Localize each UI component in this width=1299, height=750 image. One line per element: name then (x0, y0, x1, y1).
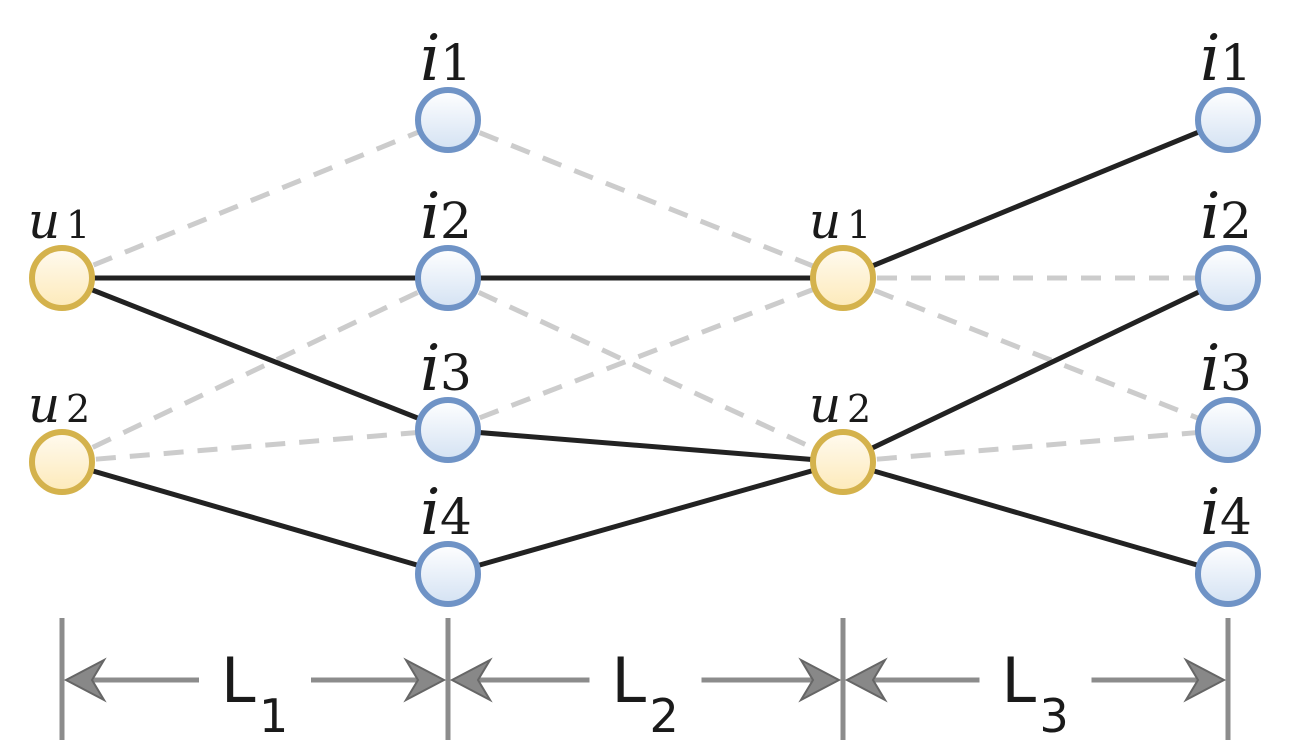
node-c1-i4 (415, 541, 481, 607)
edge-c0-u2-c1-i2 (60, 275, 450, 465)
edge-c2-u1-c3-i1 (840, 117, 1231, 281)
edge-c0-u1-c1-i3 (59, 275, 451, 433)
node-label-main: u (809, 192, 841, 250)
edge-c1-i1-c2-u1 (447, 117, 844, 281)
node-label-sub: 2 (66, 387, 90, 431)
node-label-sub: 1 (66, 203, 90, 247)
node-label-main: i (1200, 332, 1220, 406)
dimension-arrowhead (63, 657, 107, 703)
edge-c1-i3-c2-u1 (447, 275, 844, 433)
node-c1-i1 (415, 87, 481, 153)
node-c3-i3 (1195, 397, 1261, 463)
layer-label-main: L (1002, 644, 1037, 717)
edge-c2-u1-c3-i3 (842, 275, 1229, 433)
node-label-sub: 4 (1220, 488, 1252, 546)
layer-label-main: L (612, 644, 647, 717)
edge-c1-i3-c2-u2 (445, 427, 846, 465)
edge-c0-u2-c1-i4 (59, 459, 451, 577)
edge-c2-u2-c3-i3 (842, 427, 1229, 465)
node-c3-i1 (1195, 87, 1261, 153)
node-label-main: u (28, 192, 60, 250)
node-label-main: u (28, 376, 60, 434)
dimension-arrowhead (844, 657, 888, 703)
node-c1-i3 (415, 397, 481, 463)
node-label-sub: 1 (440, 34, 472, 92)
layer-label-sub: 1 (259, 689, 288, 743)
node-label-sub: 4 (440, 488, 472, 546)
edge-c2-u2-c3-i2 (840, 275, 1231, 465)
node-c2-u1 (810, 245, 876, 311)
node-label-sub: 1 (847, 203, 871, 247)
edges-layer (59, 117, 1231, 577)
node-label-sub: 2 (440, 192, 472, 250)
node-label-main: i (420, 476, 440, 550)
node-label-main: i (1200, 22, 1220, 96)
edge-c2-u2-c3-i4 (840, 459, 1231, 577)
node-label-sub: 1 (1220, 34, 1252, 92)
node-label-sub: 3 (1220, 344, 1252, 402)
node-c3-i2 (1195, 245, 1261, 311)
node-c1-i2 (415, 245, 481, 311)
node-c3-i4 (1195, 541, 1261, 607)
node-label-main: i (1200, 180, 1220, 254)
node-label-main: i (420, 180, 440, 254)
edge-c0-u1-c1-i1 (61, 117, 449, 281)
nodes-layer (29, 87, 1261, 607)
node-label-sub: 2 (847, 387, 871, 431)
layer-label-sub: 3 (1040, 689, 1069, 743)
node-label-main: i (420, 332, 440, 406)
node-c2-u2 (810, 429, 876, 495)
dimension-arrowhead (798, 657, 842, 703)
node-label-main: u (809, 376, 841, 434)
node-label-main: i (420, 22, 440, 96)
edge-c1-i2-c2-u2 (446, 275, 845, 465)
node-c0-u2 (29, 429, 95, 495)
layer-label-sub: 2 (650, 689, 679, 743)
layer-label-main: L (221, 644, 256, 717)
node-label-sub: 2 (1220, 192, 1252, 250)
edge-c0-u2-c1-i3 (61, 427, 449, 465)
edge-c1-i4-c2-u2 (445, 459, 846, 577)
dimension-arrowhead (403, 657, 447, 703)
node-label-sub: 3 (440, 344, 472, 402)
node-c0-u1 (29, 245, 95, 311)
dimension-arrowhead (449, 657, 493, 703)
dimension-arrowhead (1183, 657, 1227, 703)
node-label-main: i (1200, 476, 1220, 550)
